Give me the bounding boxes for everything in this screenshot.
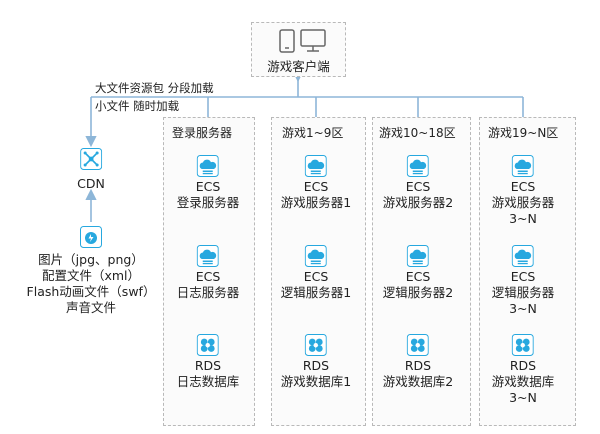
node-label-line: 游戏服务器1 bbox=[280, 195, 352, 210]
node-label-line: 3~N bbox=[509, 211, 537, 226]
database-icon bbox=[196, 334, 219, 356]
oss-node bbox=[80, 226, 102, 254]
node-label-line: ECS bbox=[510, 269, 536, 284]
monitor-icon bbox=[300, 29, 326, 52]
server-cloud-icon bbox=[304, 155, 327, 177]
server-cloud-icon bbox=[406, 245, 429, 267]
zone-title-1: 游戏1~9区 bbox=[282, 126, 344, 140]
node-label-line: RDS bbox=[404, 358, 432, 373]
server-cloud-icon bbox=[196, 245, 219, 267]
game-client-label: 游戏客户端 bbox=[267, 59, 330, 74]
node-label-line: 游戏数据库2 bbox=[382, 374, 454, 389]
cdn-content-audio: 声音文件 bbox=[65, 300, 116, 315]
node-label-line: 登录服务器 bbox=[176, 195, 240, 210]
node-label-line: 3~N bbox=[509, 301, 537, 316]
cdn-content-list: 图片（jpg、png） 配置文件（xml） Flash动画文件（swf） 声音文… bbox=[27, 252, 156, 316]
server-cloud-icon bbox=[511, 245, 534, 267]
node-label-line: 游戏数据库 bbox=[491, 374, 555, 389]
node-label-line: ECS bbox=[303, 179, 329, 194]
node-label-line: ECS bbox=[405, 179, 431, 194]
cdn-content-config: 配置文件（xml） bbox=[41, 268, 141, 283]
node-label-line: 游戏服务器2 bbox=[382, 195, 454, 210]
node-label-line: ECS bbox=[195, 269, 221, 284]
cdn-note-large-files: 大文件资源包 分段加载 bbox=[95, 81, 214, 95]
node-label-line: ECS bbox=[405, 269, 431, 284]
node-label-line: RDS bbox=[302, 358, 330, 373]
server-cloud-icon bbox=[196, 155, 219, 177]
phone-icon bbox=[279, 29, 295, 53]
node-label-line: 日志服务器 bbox=[176, 285, 240, 300]
node-label-line: 逻辑服务器1 bbox=[280, 285, 352, 300]
server-cloud-icon bbox=[406, 155, 429, 177]
server-cloud-icon bbox=[304, 245, 327, 267]
node-label-line: RDS bbox=[509, 358, 537, 373]
node-label-line: RDS bbox=[194, 358, 222, 373]
storage-icon bbox=[80, 226, 102, 248]
zone-title-2: 游戏10~18区 bbox=[379, 126, 456, 140]
node-label-line: 游戏数据库1 bbox=[280, 374, 352, 389]
cdn-icon bbox=[80, 148, 102, 170]
cdn-node: CDN bbox=[77, 148, 105, 192]
server-cloud-icon bbox=[511, 155, 534, 177]
game-client-box: 游戏客户端 bbox=[251, 22, 346, 77]
node-label-line: 逻辑服务器2 bbox=[382, 285, 454, 300]
node-label-line: ECS bbox=[195, 179, 221, 194]
node-label-line: ECS bbox=[510, 179, 536, 194]
database-icon bbox=[406, 334, 429, 356]
node-label-line: ECS bbox=[303, 269, 329, 284]
cdn-content-flash: Flash动画文件（swf） bbox=[26, 284, 156, 299]
zone-title-3: 游戏19~N区 bbox=[488, 126, 559, 140]
zone-title-login: 登录服务器 bbox=[172, 126, 233, 140]
node-label-line: 日志数据库 bbox=[176, 374, 240, 389]
cdn-content-images: 图片（jpg、png） bbox=[38, 252, 144, 267]
node-label-line: 逻辑服务器 bbox=[491, 285, 555, 300]
node-label-line: 游戏服务器 bbox=[491, 195, 555, 210]
database-icon bbox=[511, 334, 534, 356]
cdn-note-small-files: 小文件 随时加载 bbox=[95, 99, 180, 113]
database-icon bbox=[304, 334, 327, 356]
node-label-line: 3~N bbox=[509, 390, 537, 405]
cdn-label: CDN bbox=[77, 176, 105, 191]
